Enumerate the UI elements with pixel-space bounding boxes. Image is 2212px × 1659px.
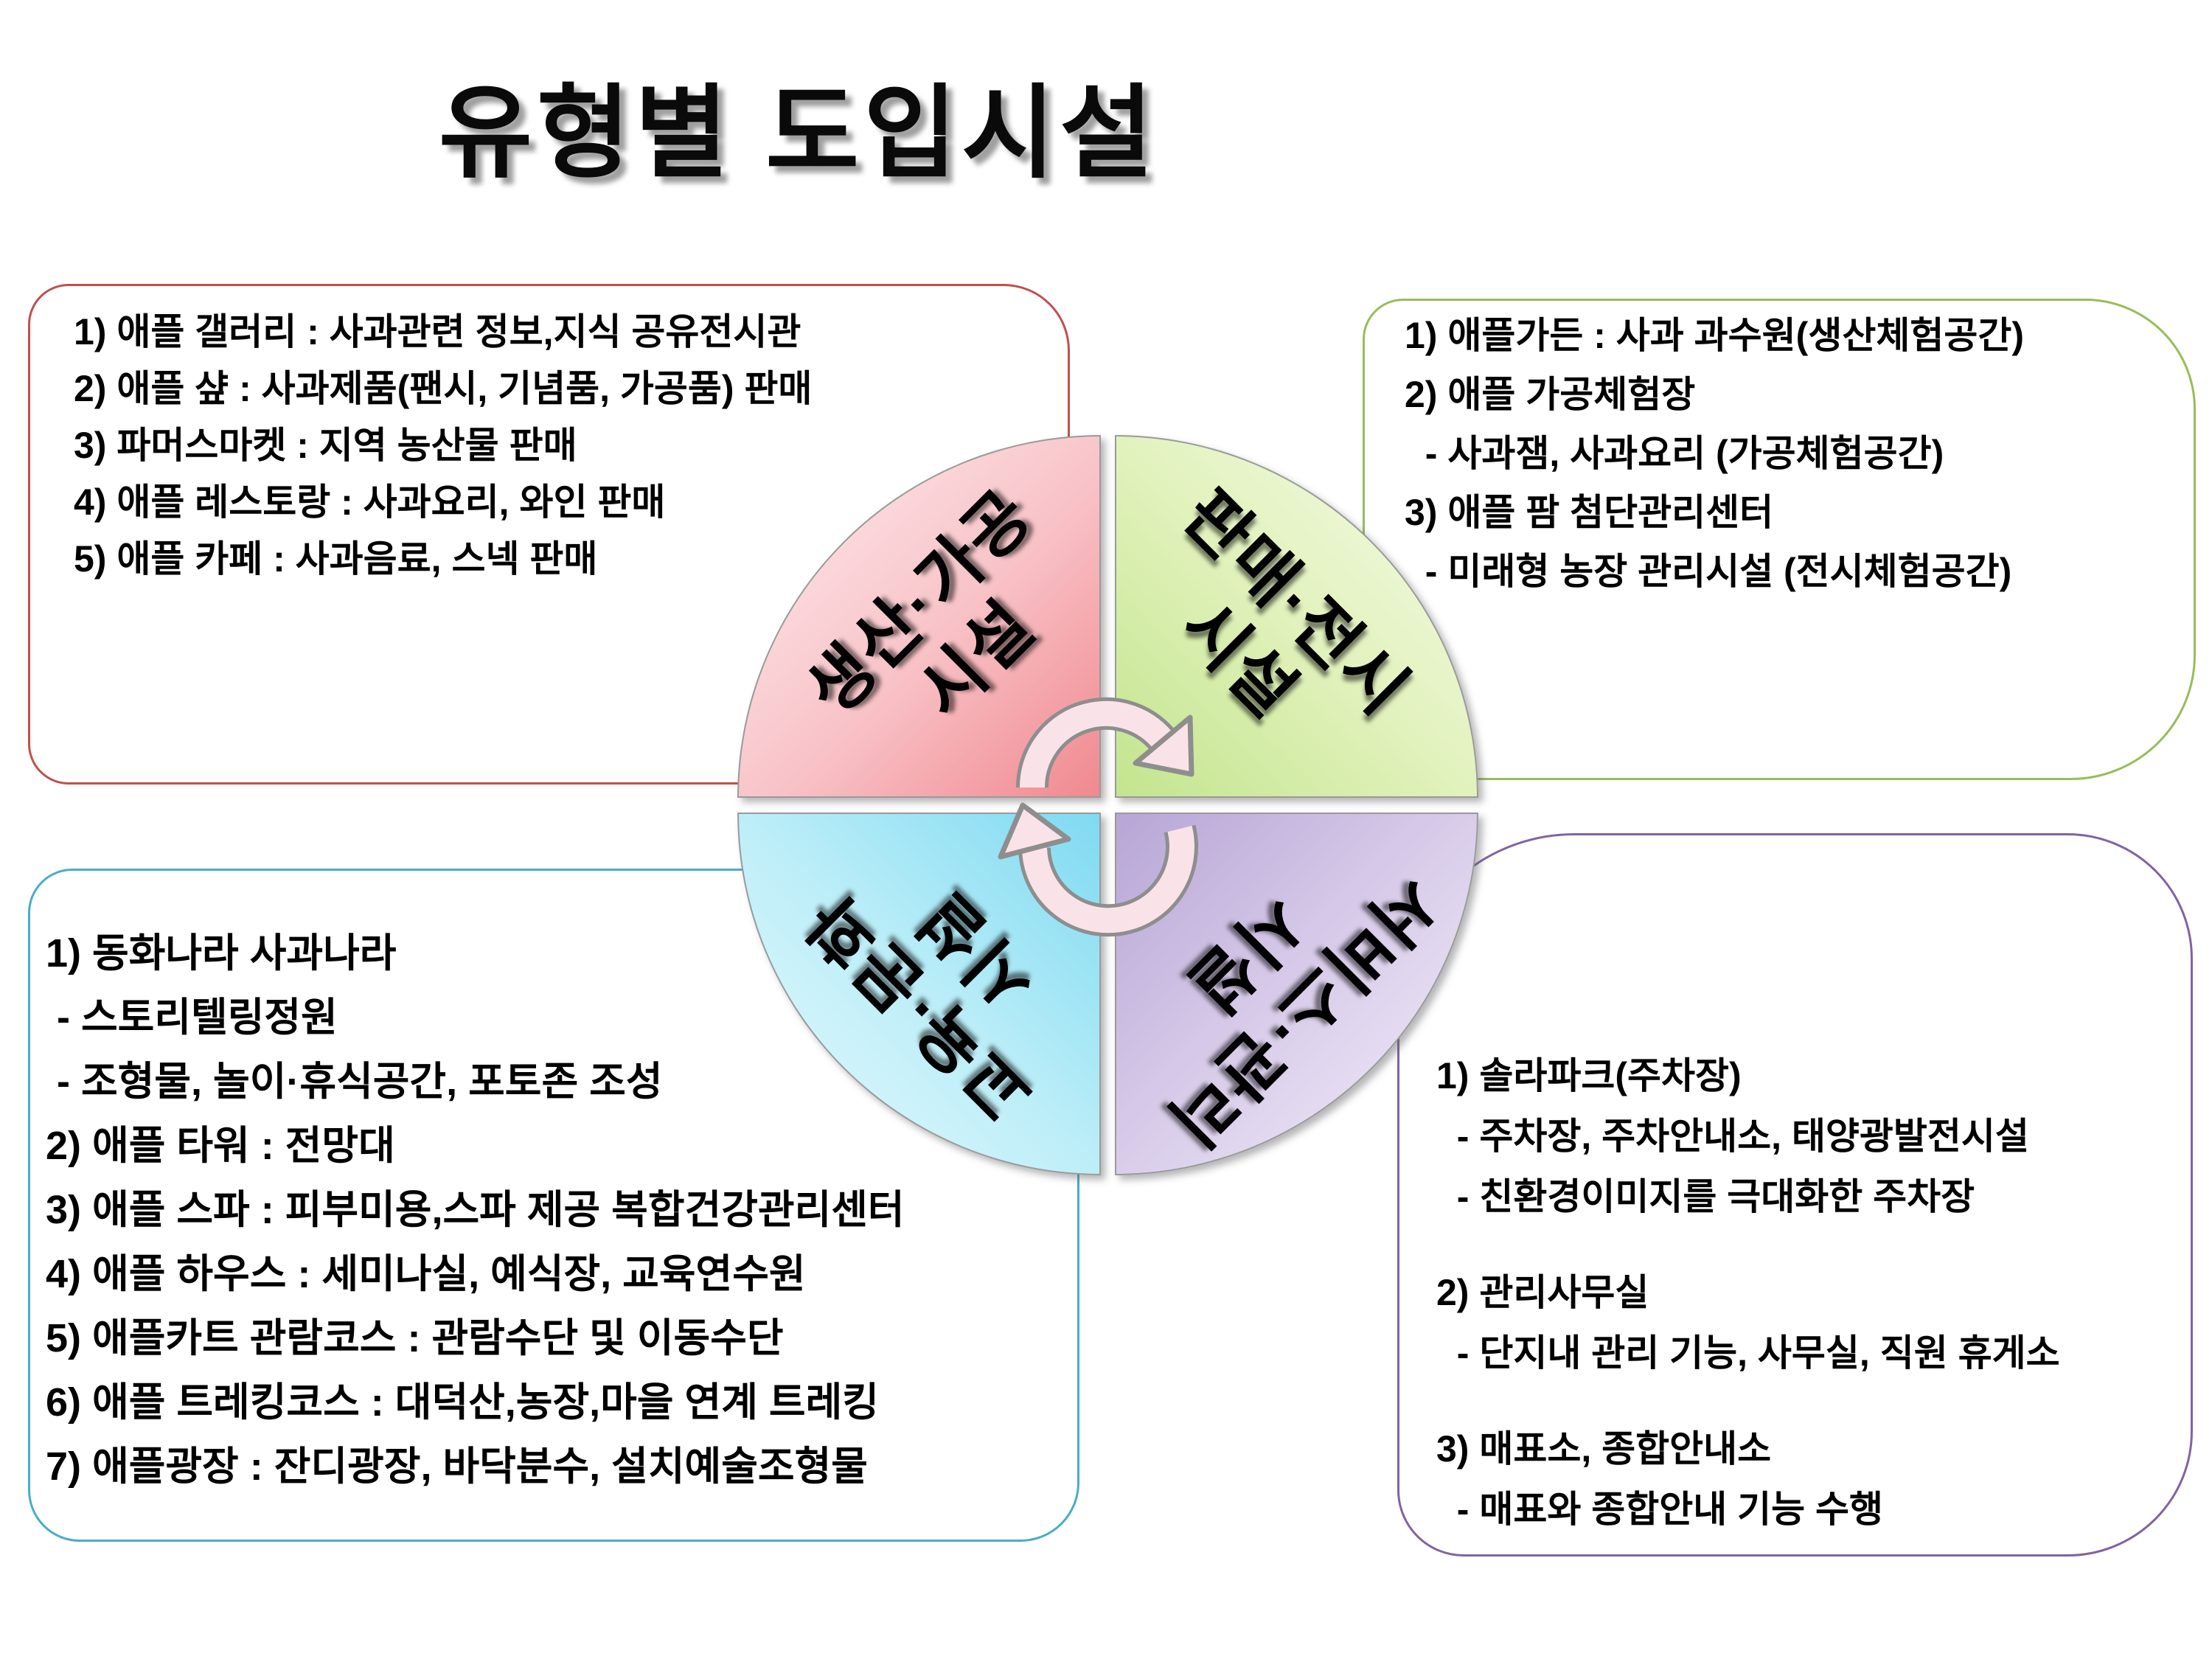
list-item: 7) 애플광장 : 잔디광장, 바닥분수, 설치예술조형물 — [46, 1444, 868, 1489]
list-item: 2) 애플 가공체험장 — [1405, 374, 1696, 415]
list-item: 2) 관리사무실 — [1436, 1272, 1649, 1313]
list-item: - 매표와 종합안내 기능 수행 — [1436, 1489, 1884, 1530]
list-item — [1436, 1383, 2183, 1419]
sales-exhibition-list: 1) 애플가든 : 사과 과수원(생산체험공간) 2) 애플 가공체험장 - 사과… — [1405, 306, 2183, 601]
list-item: 3) 파머스마켓 : 지역 농산물 판매 — [74, 425, 577, 466]
list-item: 1) 동화나라 사과나라 — [46, 931, 397, 975]
education-culture-list: 1) 동화나라 사과나라 - 스토리텔링정원 - 조형물, 놀이·휴식공간, 포… — [46, 922, 1072, 1499]
list-item: - 단지내 관리 기능, 사무실, 직원 휴게소 — [1436, 1332, 2060, 1374]
list-item: 3) 애플 스파 : 피부미용,스파 제공 복합건강관리센터 — [46, 1188, 905, 1232]
list-item: - 주차장, 주차안내소, 태양광발전시설 — [1436, 1116, 2029, 1157]
list-item: - 친환경이미지를 극대화한 주차장 — [1436, 1176, 1975, 1217]
list-item: 3) 매표소, 종합안내소 — [1436, 1428, 1772, 1470]
production-processing-list: 1) 애플 갤러리 : 사과관련 정보,지식 공유전시관 2) 애플 샾 : 사과… — [74, 304, 1054, 588]
sales-exhibition-box — [1363, 299, 2196, 780]
list-item: - 미래형 농장 관리시설 (전시체험공간) — [1405, 551, 2012, 592]
list-item: - 사과잼, 사과요리 (가공체험공간) — [1405, 433, 1944, 474]
list-item: 2) 애플 샾 : 사과제품(팬시, 기념품, 가공품) 판매 — [74, 368, 813, 409]
page-title: 유형별 도입시설 — [439, 77, 1158, 190]
list-item: 5) 애플 카페 : 사과음료, 스넥 판매 — [74, 538, 598, 580]
list-item: - 조형물, 놀이·휴식공간, 포토존 조성 — [46, 1060, 663, 1104]
list-item: 2) 애플 타워 : 전망대 — [46, 1124, 395, 1168]
list-item: 1) 애플가든 : 사과 과수원(생산체험공간) — [1405, 315, 2024, 356]
service-management-box — [1397, 833, 2193, 1557]
list-item: 1) 솔라파크(주차장) — [1436, 1055, 1742, 1096]
list-item: 6) 애플 트레킹코스 : 대덕산,농장,마을 연계 트레킹 — [46, 1380, 879, 1425]
list-item — [1436, 1227, 2183, 1262]
service-management-list: 1) 솔라파크(주차장) - 주차장, 주차안내소, 태양광발전시설 - 친환경… — [1436, 1046, 2183, 1540]
list-item: 1) 애플 갤러리 : 사과관련 정보,지식 공유전시관 — [74, 311, 801, 352]
list-item: - 스토리텔링정원 — [46, 995, 338, 1040]
list-item: 4) 애플 레스토랑 : 사과요리, 와인 판매 — [74, 481, 666, 523]
list-item: 3) 애플 팜 첨단관리센터 — [1405, 492, 1774, 533]
list-item: 5) 애플카트 관람코스 : 관람수단 및 이동수단 — [46, 1316, 784, 1360]
list-item: 4) 애플 하우스 : 세미나실, 예식장, 교육연수원 — [46, 1252, 806, 1296]
